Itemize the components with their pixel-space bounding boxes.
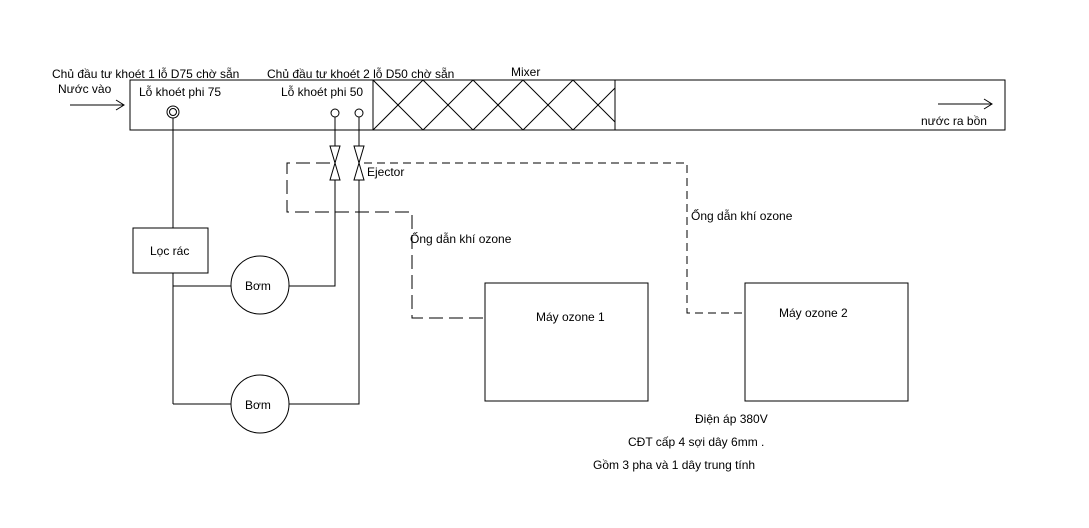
pump2-label: Bơm bbox=[245, 398, 271, 412]
pump1-circle bbox=[230, 255, 290, 315]
ozone-machine-1 bbox=[484, 282, 649, 402]
ozone-machine-2 bbox=[744, 282, 909, 402]
mixer-section bbox=[372, 79, 616, 131]
cable-note: CĐT cấp 4 sợi dây 6mm . bbox=[628, 435, 764, 449]
voltage-note: Điện áp 380V bbox=[695, 412, 768, 426]
mixer-hatch-line bbox=[572, 87, 616, 131]
pump2-discharge-line bbox=[289, 180, 360, 405]
hole50-label: Lỗ khoét phi 50 bbox=[281, 84, 363, 99]
ejector-label: Ejector bbox=[367, 165, 404, 179]
filter-box bbox=[132, 227, 209, 274]
ozone-pipe2-label: Ống dẫn khí ozone bbox=[691, 208, 793, 223]
mixer-hatch-line bbox=[572, 79, 616, 123]
filter-label: Lọc rác bbox=[150, 244, 189, 258]
mixer-label: Mixer bbox=[511, 65, 540, 79]
mixer-hatch-line bbox=[422, 79, 474, 131]
ozone2-label: Máy ozone 2 bbox=[779, 306, 848, 320]
pump1-discharge-line bbox=[289, 180, 336, 287]
ozone-pipe-2 bbox=[364, 162, 745, 314]
water-in-label: Nước vào bbox=[58, 82, 112, 96]
mixer-hatch-line bbox=[522, 79, 574, 131]
mixer-hatch-line bbox=[472, 79, 524, 131]
ozone1-label: Máy ozone 1 bbox=[536, 310, 605, 324]
ejector-valve-left bbox=[329, 145, 341, 181]
water-out-label: nước ra bồn bbox=[921, 114, 987, 128]
outlet-arrow bbox=[938, 98, 993, 110]
hole75-label: Lỗ khoét phi 75 bbox=[139, 84, 221, 99]
ejector-valve-right bbox=[353, 145, 365, 181]
hole2-note: Chủ đầu tư khoét 2 lỗ D50 chờ sẵn bbox=[267, 66, 454, 81]
phases-note: Gồm 3 pha và 1 dây trung tính bbox=[593, 458, 755, 472]
inlet-arrow bbox=[70, 99, 125, 111]
ozone-pipe1-label: Ống dẫn khí ozone bbox=[410, 231, 512, 246]
mixer-hatch-line bbox=[372, 79, 424, 131]
pump1-label: Bơm bbox=[245, 279, 271, 293]
hole1-note: Chủ đầu tư khoét 1 lỗ D75 chờ sẵn bbox=[52, 66, 239, 81]
